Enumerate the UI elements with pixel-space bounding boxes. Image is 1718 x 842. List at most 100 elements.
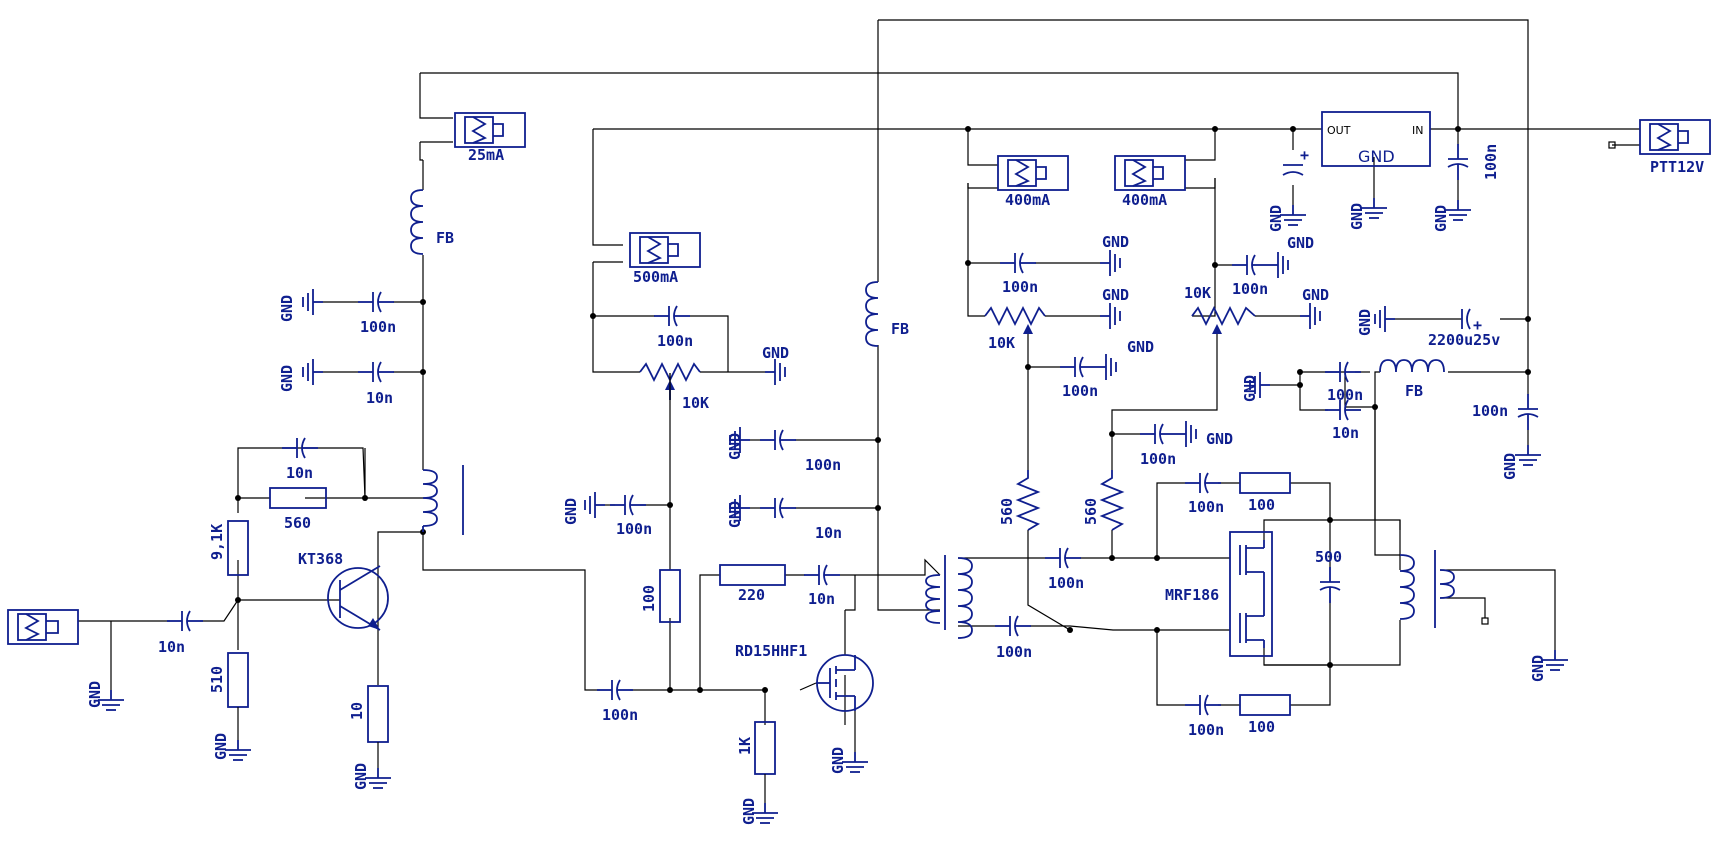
capacitor-icon xyxy=(1044,547,1082,569)
ground-icon xyxy=(1099,302,1121,330)
gnd-label: GND xyxy=(1102,286,1129,304)
resistor-icon xyxy=(1099,470,1125,531)
meter-label: 400mA xyxy=(1122,191,1167,209)
capacitor-icon xyxy=(803,564,841,586)
mosfet-icon xyxy=(816,654,874,712)
cap-label: 100n xyxy=(1482,144,1500,180)
gnd-label: GND xyxy=(352,763,370,790)
meter-icon xyxy=(454,112,526,148)
capacitor-icon xyxy=(1139,423,1177,445)
gnd-label: GND xyxy=(1241,375,1259,402)
res-label: 9,1K xyxy=(208,524,226,560)
res-label: 560 xyxy=(998,498,1016,525)
pot-label: 10K xyxy=(682,394,709,412)
cap-label: 100n xyxy=(1002,278,1038,296)
resistor-icon xyxy=(1015,470,1041,531)
cap-label: 100n xyxy=(805,456,841,474)
cap-label: 100n xyxy=(360,318,396,336)
inductor-label: FB xyxy=(1405,382,1423,400)
ground-icon xyxy=(1175,420,1197,448)
gnd-label: GND xyxy=(1501,453,1519,480)
resistor-icon xyxy=(1239,694,1291,716)
input-connector-icon xyxy=(7,609,79,645)
capacitor-icon xyxy=(1461,308,1471,330)
gnd-label: GND xyxy=(726,501,744,528)
ground-icon xyxy=(302,288,324,316)
ptt-connector-icon xyxy=(1639,119,1711,155)
pot-label: 10K xyxy=(1184,284,1211,302)
cap-label: 100n xyxy=(1472,402,1508,420)
cap-label: 100n xyxy=(1140,450,1176,468)
res-label: 560 xyxy=(1082,498,1100,525)
cap-label: 100n xyxy=(1327,386,1363,404)
gnd-label: GND xyxy=(1529,655,1547,682)
ground-icon xyxy=(1299,302,1321,330)
transistor-label: KT368 xyxy=(298,550,343,568)
cap-label: 500 xyxy=(1315,548,1342,566)
inductor-label: FB xyxy=(436,229,454,247)
regulator-in-label: IN xyxy=(1412,124,1423,137)
meter-label: 25mA xyxy=(468,146,504,164)
resistor-icon xyxy=(719,564,786,586)
gnd-label: GND xyxy=(740,798,758,825)
capacitor-icon xyxy=(1059,356,1097,378)
transformer-icon xyxy=(925,555,973,639)
res-label: 560 xyxy=(284,514,311,532)
capacitor-icon xyxy=(1231,254,1269,276)
cap-label: 10n xyxy=(1332,424,1359,442)
ground-icon xyxy=(1095,353,1117,381)
transistor-icon xyxy=(327,565,389,631)
gnd-label: GND xyxy=(1356,309,1374,336)
gnd-label: GND xyxy=(212,733,230,760)
mosfet-icon xyxy=(1229,531,1273,657)
res-label: 510 xyxy=(208,666,226,693)
mosfet-label: MRF186 xyxy=(1165,586,1219,604)
cap-label: 100n xyxy=(1188,721,1224,739)
capacitor-icon xyxy=(609,494,647,516)
pot-label: 10K xyxy=(988,334,1015,352)
res-label: 100 xyxy=(640,585,658,612)
transformer-icon xyxy=(422,465,464,535)
resistor-icon xyxy=(659,569,681,623)
ground-icon xyxy=(302,358,324,386)
gnd-label: GND xyxy=(1287,234,1314,252)
regulator-gnd-label: GND xyxy=(1358,147,1395,166)
res-label: 100 xyxy=(1248,496,1275,514)
meter-icon xyxy=(629,232,701,268)
gnd-label: GND xyxy=(1102,233,1129,251)
cap-label: 100n xyxy=(996,643,1032,661)
capacitor-icon xyxy=(1184,472,1222,494)
plus-label: + xyxy=(1300,146,1309,164)
plus-label: + xyxy=(1473,316,1482,334)
regulator-out-label: OUT xyxy=(1327,124,1351,137)
capacitor-icon xyxy=(1282,164,1304,176)
inductor-icon xyxy=(865,281,879,347)
capacitor-icon xyxy=(166,610,204,632)
capacitor-icon xyxy=(1517,393,1539,431)
ground-icon xyxy=(1374,305,1396,333)
ptt-label: PTT12V xyxy=(1650,158,1704,176)
gnd-label: GND xyxy=(562,498,580,525)
gnd-label: GND xyxy=(726,433,744,460)
capacitor-icon xyxy=(357,291,395,313)
capacitor-icon xyxy=(759,497,797,519)
cap-label: 100n xyxy=(1188,498,1224,516)
gnd-label: GND xyxy=(1302,286,1329,304)
capacitor-icon xyxy=(596,679,634,701)
ground-icon xyxy=(584,491,606,519)
meter-icon xyxy=(997,155,1069,191)
ground-icon xyxy=(764,358,786,386)
cap-label: 10n xyxy=(286,464,313,482)
meter-icon xyxy=(1114,155,1186,191)
gnd-label: GND xyxy=(1206,430,1233,448)
gnd-label: GND xyxy=(86,681,104,708)
ground-icon xyxy=(1267,251,1289,279)
gnd-label: GND xyxy=(762,344,789,362)
capacitor-icon xyxy=(1319,566,1341,604)
cap-label: 100n xyxy=(616,520,652,538)
cap-label: 100n xyxy=(1048,574,1084,592)
regulator-icon xyxy=(1321,111,1431,167)
capacitor-icon xyxy=(759,429,797,451)
resistor-icon xyxy=(1239,472,1291,494)
